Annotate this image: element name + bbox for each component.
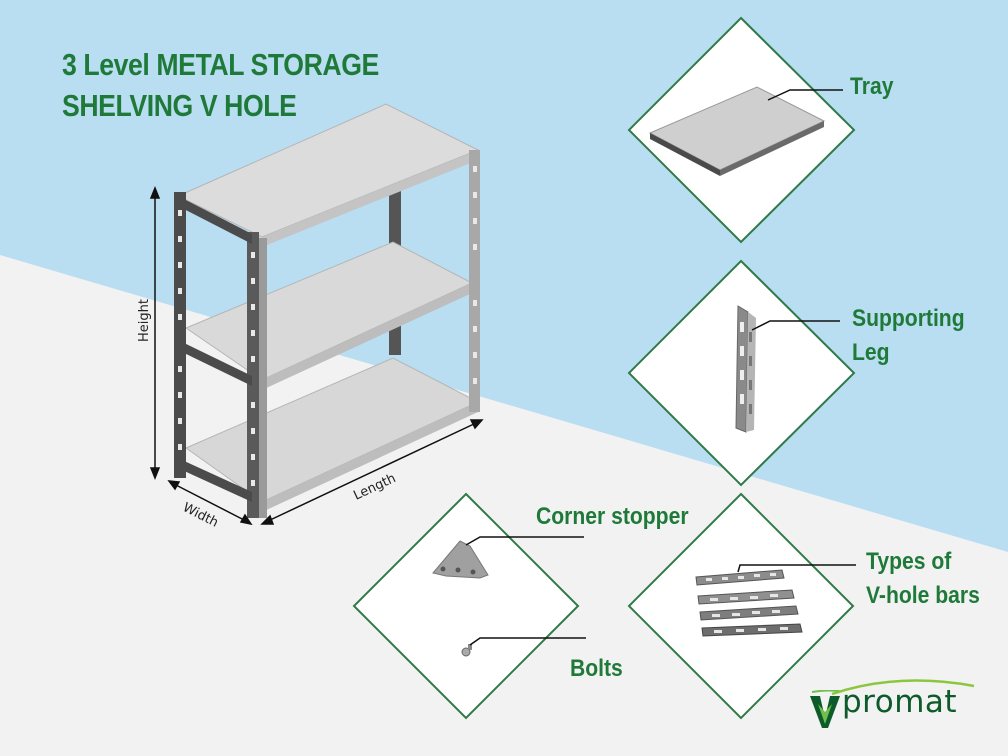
width-arrow — [173, 483, 247, 522]
tray-leader-line — [767, 89, 843, 101]
bolt-image — [461, 644, 472, 657]
top-shelf-edge — [262, 150, 478, 247]
leg-holes — [178, 166, 477, 486]
supporting-leg-label-line-1: Supporting — [852, 305, 965, 332]
corner-stopper-diamond — [352, 492, 580, 720]
promat-wordmark: promat — [842, 684, 958, 720]
v-hole-bars-label: Types of V-hole bars — [866, 545, 980, 613]
front-middle-leg-side — [259, 238, 267, 518]
supporting-leg-label: Supporting Leg — [852, 302, 965, 370]
bars-leader-line — [737, 564, 856, 573]
length-arrow-left-head — [260, 514, 275, 525]
height-arrow-top-head — [149, 185, 161, 199]
length-arrow-right-head — [469, 419, 484, 430]
shelf-illustration — [174, 103, 480, 518]
supporting-leg-leader-line — [751, 320, 840, 331]
corner-stopper-label: Corner stopper — [536, 503, 689, 530]
supporting-leg-label-line-2: Leg — [852, 339, 890, 366]
supporting-leg-image — [735, 305, 756, 433]
bolts-label: Bolts — [570, 655, 623, 682]
title-line-1: 3 Level METAL STORAGE — [62, 47, 379, 82]
tray-image — [648, 86, 826, 176]
promat-logo: promat — [808, 679, 988, 734]
dimension-arrows — [149, 185, 484, 526]
promat-logo-mark-icon — [810, 690, 842, 728]
tray-label: Tray — [850, 73, 894, 100]
width-arrow-right-head — [239, 513, 253, 526]
bolts-leader-line — [469, 637, 586, 646]
corner-stopper-leader-line — [465, 536, 584, 546]
width-arrow-left-head — [167, 480, 181, 491]
middle-shelf-edge — [262, 283, 472, 390]
corner-stopper-image — [432, 540, 489, 579]
v-hole-bars-label-line-1: Types of — [866, 548, 952, 575]
promat-logo-swoosh-icon — [831, 679, 975, 696]
top-side-rail — [178, 196, 252, 244]
front-middle-leg — [247, 232, 259, 518]
v-hole-bars-label-line-2: V-hole bars — [866, 582, 980, 609]
v-hole-bars-image — [695, 569, 803, 637]
height-arrow-bottom-head — [149, 467, 161, 481]
middle-side-rail — [182, 342, 252, 386]
front-left-leg — [174, 192, 186, 478]
bottom-side-rail — [182, 460, 252, 502]
bars-diamond — [627, 492, 855, 720]
length-arrow — [267, 422, 477, 522]
page-title: 3 Level METAL STORAGE SHELVING V HOLE — [62, 44, 379, 126]
front-right-leg — [469, 150, 480, 412]
title-line-2: SHELVING V HOLE — [62, 88, 297, 123]
height-label: Height — [137, 299, 152, 342]
bottom-shelf-edge — [262, 402, 478, 512]
